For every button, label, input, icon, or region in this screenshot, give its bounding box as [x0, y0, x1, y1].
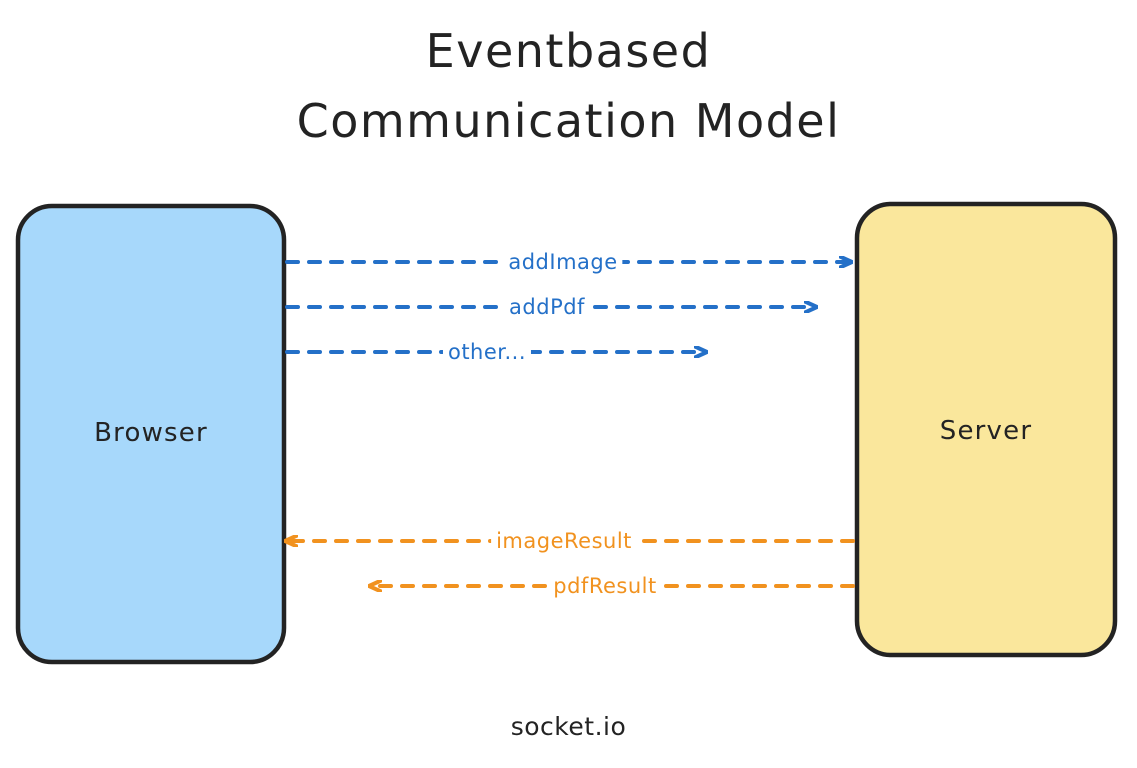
edge-label-add-pdf: addPdf — [504, 295, 590, 319]
footer-brand: socket.io — [510, 712, 627, 741]
edge-label-other: other... — [442, 340, 532, 364]
server-box[interactable] — [854, 201, 1118, 658]
node-server[interactable] — [854, 201, 1118, 658]
edge-label-add-image: addImage — [503, 250, 623, 274]
edge-label-image-result: imageResult — [491, 529, 637, 553]
node-browser[interactable] — [15, 203, 287, 665]
edge-label-pdf-result: pdfResult — [548, 574, 662, 598]
browser-box[interactable] — [15, 203, 287, 665]
